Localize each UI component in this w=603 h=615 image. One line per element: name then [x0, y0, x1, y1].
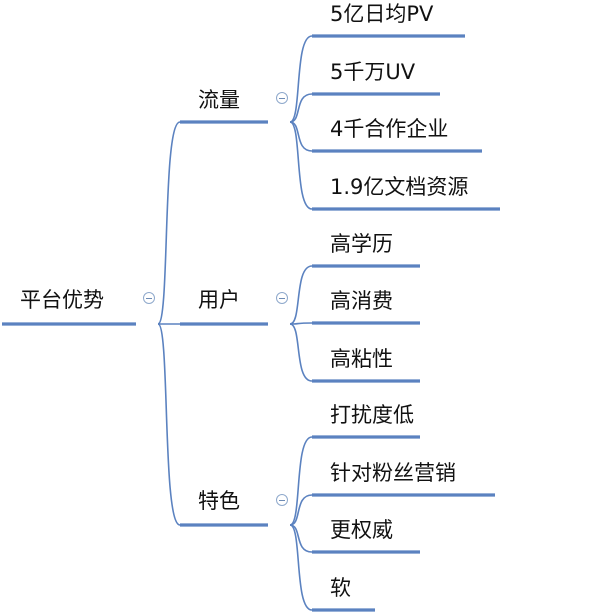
branch-features-collapse-icon[interactable] [276, 494, 288, 506]
branch-users-collapse-icon[interactable] [276, 292, 288, 304]
branch-to-leaf-connector [289, 494, 313, 526]
root-node-label[interactable]: 平台优势 [20, 288, 104, 312]
leaf-node[interactable]: 4千合作企业 [330, 117, 449, 141]
branch-node-traffic[interactable]: 流量 [198, 88, 240, 112]
branch-to-leaf-connector [289, 524, 313, 611]
leaf-node[interactable]: 5亿日均PV [330, 2, 434, 26]
leaf-node[interactable]: 软 [330, 576, 351, 600]
root-to-branch-connector [157, 121, 181, 325]
branch-to-leaf-connector [289, 121, 313, 210]
branch-to-leaf-connector [289, 93, 313, 123]
branch-traffic-collapse-icon[interactable] [276, 92, 288, 104]
branch-to-leaf-connector [289, 323, 313, 382]
leaf-node[interactable]: 打扰度低 [330, 403, 414, 427]
leaf-node[interactable]: 针对粉丝营销 [330, 461, 456, 485]
branch-to-leaf-connector [289, 35, 313, 123]
branch-to-leaf-connector [289, 436, 313, 526]
root-to-branch-connector [157, 323, 181, 526]
leaf-node[interactable]: 高消费 [330, 289, 393, 313]
branch-to-leaf-connector [289, 322, 313, 325]
branch-node-features[interactable]: 特色 [198, 489, 240, 513]
leaf-node[interactable]: 更权威 [330, 518, 393, 542]
leaf-node[interactable]: 高粘性 [330, 347, 393, 371]
leaf-node[interactable]: 高学历 [330, 232, 393, 256]
leaf-node[interactable]: 1.9亿文档资源 [330, 175, 469, 199]
branch-node-users[interactable]: 用户 [198, 288, 240, 312]
root-collapse-icon[interactable] [143, 292, 155, 304]
branch-to-leaf-connector [289, 265, 313, 325]
leaf-node[interactable]: 5千万UV [330, 60, 416, 84]
